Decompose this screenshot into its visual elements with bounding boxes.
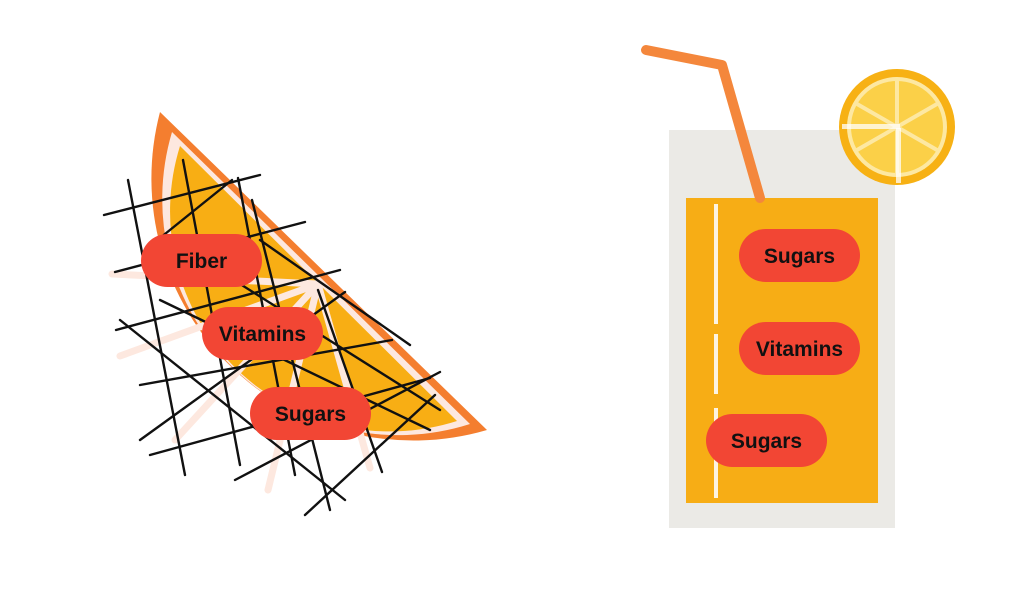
- glass-nutrient-sugars-bottom: Sugars: [706, 414, 827, 467]
- orange-nutrient-sugars: Sugars: [250, 387, 371, 440]
- juice-glass: Sugars Vitamins Sugars: [641, 45, 955, 528]
- sugars-label: Sugars: [275, 403, 346, 426]
- vitamins-label: Vitamins: [756, 338, 843, 361]
- sugars-pill: [739, 229, 860, 282]
- lemon-wheel: [839, 69, 955, 185]
- fiber-pill: [141, 234, 262, 287]
- fiber-label: Fiber: [176, 250, 227, 273]
- vitamins-pill: [739, 322, 860, 375]
- sugars-pill: [250, 387, 371, 440]
- sugars-pill: [706, 414, 827, 467]
- orange-slice: Fiber Vitamins Sugars: [102, 112, 487, 517]
- glass-nutrient-vitamins: Vitamins: [739, 322, 860, 375]
- straw: [641, 45, 765, 203]
- glass-nutrient-sugars-top: Sugars: [739, 229, 860, 282]
- sugars-label: Sugars: [731, 430, 802, 453]
- vitamins-label: Vitamins: [219, 323, 306, 346]
- orange-nutrient-fiber: Fiber: [141, 234, 262, 287]
- orange-nutrient-vitamins: Vitamins: [202, 307, 323, 360]
- sugars-label: Sugars: [764, 245, 835, 268]
- vitamins-pill: [202, 307, 323, 360]
